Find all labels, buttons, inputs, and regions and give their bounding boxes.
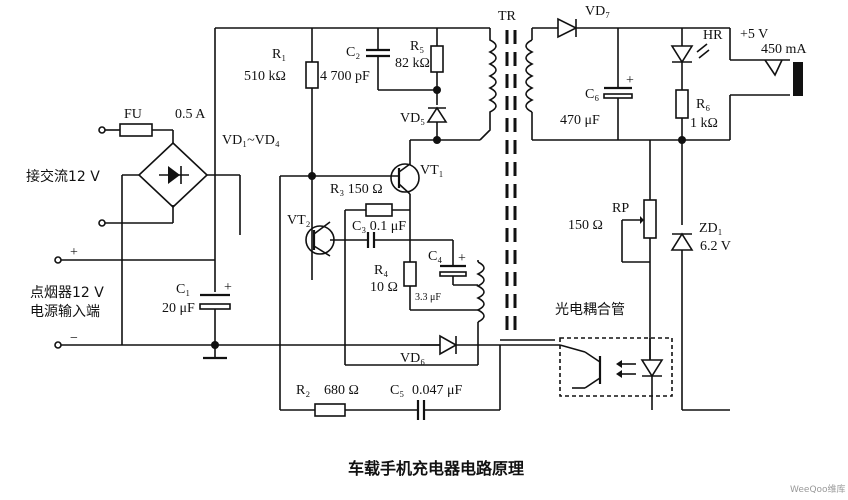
vt2-label: VT₂ [287, 213, 311, 228]
rp-label: RP [612, 201, 629, 216]
rp-value: 150 Ω [568, 218, 603, 233]
minus-terminal: − [70, 331, 78, 346]
plus-terminal: + [70, 245, 78, 260]
c2-value: 4 700 pF [320, 69, 370, 84]
r3-resistor [365, 203, 393, 217]
vd6-label: VD₆ [400, 351, 425, 366]
rp-potentiometer [643, 199, 657, 239]
output-jack [793, 62, 803, 96]
diagram-title: 车载手机充电器电路原理 [348, 459, 524, 478]
output-voltage-label: +5 V [740, 27, 768, 42]
cig-input-label-1: 点烟器12 V [30, 285, 104, 301]
fuse [119, 123, 153, 137]
c2-label: C₂ [346, 45, 360, 60]
r2-label: R₂ [296, 383, 310, 398]
svg-text:+: + [458, 251, 466, 266]
r2-resistor [314, 403, 346, 417]
r4-value: 10 Ω [370, 280, 398, 295]
r5-value: 82 kΩ [395, 56, 430, 71]
r1-label: R₁ [272, 47, 286, 62]
c4-value: 3.3 μF [415, 292, 441, 303]
bridge-rectifier [137, 141, 209, 209]
r5-resistor [430, 45, 444, 73]
c1-label: C₁ [176, 282, 190, 297]
svg-text:+: + [224, 280, 232, 295]
c3-label: C₃ 0.1 μF [352, 219, 406, 234]
cig-input-label-2: 电源输入端 [30, 304, 100, 320]
optocoupler-label: 光电耦合管 [555, 302, 625, 318]
r1-resistor [305, 61, 319, 89]
r5-label: R₅ [410, 39, 424, 54]
c5-value: 0.047 μF [412, 383, 463, 398]
fuse-value: 0.5 A [175, 107, 206, 122]
zd1-value: 6.2 V [700, 239, 731, 254]
fuse-label: FU [124, 107, 142, 122]
input-section: + [54, 27, 560, 360]
r4-label: R₄ [374, 263, 388, 278]
oscillator-section: + [279, 28, 501, 420]
r3-label: R₃ 150 Ω [330, 182, 383, 197]
hr-label: HR [703, 28, 723, 43]
r6-value: 1 kΩ [690, 116, 718, 131]
bridge-label: VD₁~VD₄ [222, 133, 280, 148]
labels: FU 0.5 A 接交流12 V VD₁~VD₄ + − 点烟器12 V 电源输… [26, 4, 846, 495]
c5-label: C₅ [390, 383, 404, 398]
watermark: WeeQoo维库 [790, 483, 846, 495]
tr-label: TR [498, 9, 517, 24]
svg-text:+: + [626, 73, 634, 88]
ac-input-label: 接交流12 V [26, 168, 100, 185]
r6-resistor [675, 89, 689, 119]
r6-label: R₆ [696, 97, 710, 112]
c6-value: 470 μF [560, 113, 600, 128]
zd1-label: ZD₁ [699, 221, 723, 236]
r4-resistor [403, 261, 417, 287]
c6-label: C₆ [585, 87, 599, 102]
r1-value: 510 kΩ [244, 69, 286, 84]
output-section: + [500, 17, 803, 411]
c1-value: 20 μF [162, 301, 195, 316]
vd7-label: VD₇ [585, 4, 610, 19]
output-current-label: 450 mA [761, 42, 807, 57]
transformer-core [505, 30, 534, 330]
vt1-label: VT₁ [420, 163, 444, 178]
optocoupler [559, 337, 673, 397]
r2-value: 680 Ω [324, 383, 359, 398]
vd5-label: VD₅ [400, 111, 425, 126]
c4-label: C₄ [428, 249, 442, 264]
